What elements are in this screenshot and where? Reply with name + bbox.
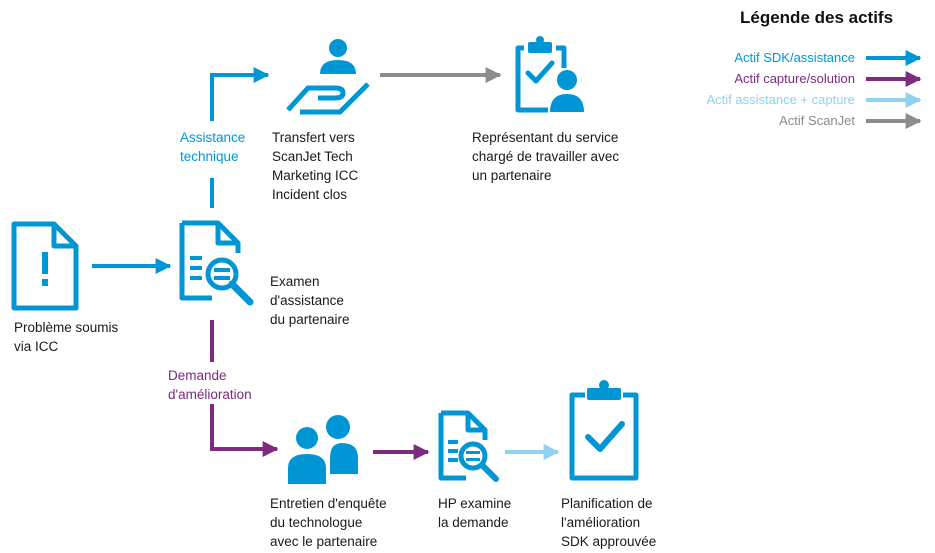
clipboard-check-icon xyxy=(569,380,639,481)
issue-label: Problème soumis via ICC xyxy=(14,320,119,354)
branch-support-label: Assistance technique xyxy=(180,130,246,164)
document-magnifier-icon xyxy=(179,220,254,306)
legend-item-support-capture: Actif assistance + capture xyxy=(706,92,856,107)
document-magnifier-icon xyxy=(438,410,499,482)
legend-item-capture: Actif capture/solution xyxy=(734,71,855,86)
two-people-icon xyxy=(288,415,358,484)
legend-item-support: Actif SDK/assistance xyxy=(734,50,855,65)
clipboard-person-icon xyxy=(515,36,584,113)
arrow-review-to-transfer xyxy=(210,75,268,208)
arrow-review-to-interview xyxy=(210,320,277,449)
hand-person-icon xyxy=(286,39,370,115)
branch-improvement-label: Demande d'amélioration xyxy=(168,368,252,402)
legend-item-scanjet: Actif ScanJet xyxy=(779,113,855,128)
planning-label: Planification de l'amélioration SDK appr… xyxy=(561,496,657,549)
transfer-label: Transfert vers ScanJet Tech Marketing IC… xyxy=(272,130,359,202)
hp-review-label: HP examine la demande xyxy=(438,496,512,530)
document-alert-icon xyxy=(11,221,79,311)
interview-label: Entretien d'enquête du technologue avec … xyxy=(270,496,387,549)
representative-label: Représentant du service chargé de travai… xyxy=(472,130,620,183)
review-label: Examen d'assistance du partenaire xyxy=(270,274,350,327)
legend-title: Légende des actifs xyxy=(740,8,894,27)
